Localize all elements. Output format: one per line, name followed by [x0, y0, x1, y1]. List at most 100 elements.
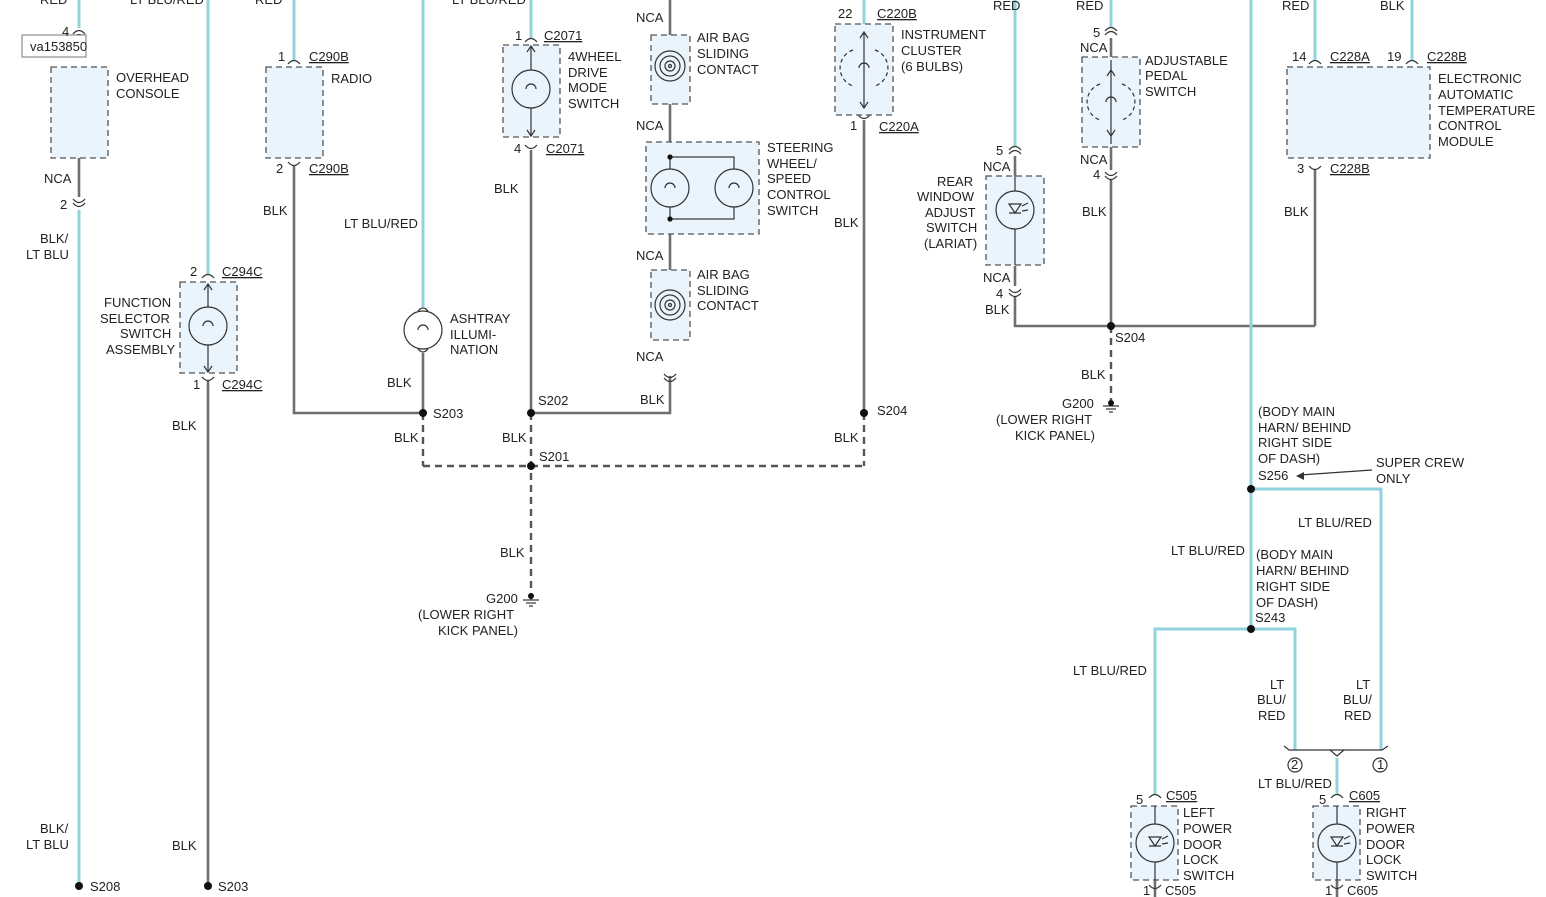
lamp-icon	[839, 30, 889, 110]
connector-label: C290B	[309, 161, 349, 176]
component-label: REAR	[937, 174, 973, 189]
wire-label: BLU/	[1343, 692, 1372, 707]
circled-number: 1	[1377, 757, 1384, 772]
connector-label: C2071	[546, 141, 584, 156]
wire-label: NCA	[44, 171, 72, 186]
splice-label: S204	[877, 403, 907, 418]
g200-dot	[1108, 400, 1114, 406]
component-label: SELECTOR	[100, 311, 170, 326]
component-boxes	[50, 23, 1431, 881]
pin-label: 4	[1093, 167, 1100, 182]
splice-s204	[1107, 322, 1115, 330]
wire-label: NCA	[636, 248, 664, 263]
component-label: SWITCH	[1183, 868, 1234, 883]
connector-label: C228B	[1330, 161, 1370, 176]
wire-label: BLK	[640, 392, 665, 407]
component-label: DOOR	[1183, 837, 1222, 852]
wire-super-crew	[1251, 487, 1383, 750]
component-label: OVERHEAD	[116, 70, 189, 85]
lamp-icon	[403, 307, 443, 353]
wire-label: NCA	[636, 349, 664, 364]
air-bag-2-box	[650, 269, 691, 341]
led-icon	[1317, 806, 1357, 880]
component-label: CONTACT	[697, 298, 759, 313]
splice-label: S208	[90, 879, 120, 894]
component-label: PEDAL	[1145, 68, 1188, 83]
wire-label: BLK	[494, 181, 519, 196]
pin-label: 5	[1319, 792, 1326, 807]
component-label: LOCK	[1366, 852, 1402, 867]
wire-label: NCA	[1080, 152, 1108, 167]
component-label: MODE	[568, 80, 607, 95]
connector-label: C228B	[1427, 49, 1467, 64]
pin-label: 5	[1136, 792, 1143, 807]
wire-label: LT BLU/RED	[344, 216, 418, 231]
component-label: LOCK	[1183, 852, 1219, 867]
wire-label: BLK	[834, 215, 859, 230]
harness-label: OF DASH)	[1256, 595, 1318, 610]
component-label: CLUSTER	[901, 43, 962, 58]
component-label: WHEEL/	[767, 156, 817, 171]
component-label: DOOR	[1366, 837, 1405, 852]
wire-label: BLK	[1284, 204, 1309, 219]
connector-label: C605	[1349, 788, 1380, 803]
lamp-icon	[511, 44, 551, 138]
harness-label: (BODY MAIN	[1256, 547, 1333, 562]
pin-label: 5	[1093, 25, 1100, 40]
ground-label: G200	[486, 591, 518, 606]
component-label: ADJUSTABLE	[1145, 53, 1228, 68]
wires	[77, 0, 1414, 897]
splice-dots	[75, 322, 1255, 890]
wire-label: RED	[1076, 0, 1103, 13]
wire-label: BLU/	[1257, 692, 1286, 707]
pin-label: 14	[1292, 49, 1306, 64]
g200-dot	[528, 593, 534, 599]
component-label: SWITCH	[926, 220, 977, 235]
component-label: RADIO	[331, 71, 372, 86]
pin-label: 3	[1297, 161, 1304, 176]
pin-label: 2	[60, 197, 67, 212]
wire-label: NCA	[636, 118, 664, 133]
bracket-line	[1283, 745, 1389, 751]
pin-label: 4	[996, 286, 1003, 301]
connector-label: C220A	[879, 119, 919, 134]
pin-label: 1	[1325, 883, 1332, 897]
component-label: CONTROL	[1438, 118, 1502, 133]
wire-label: BLK	[1082, 204, 1107, 219]
component-label: FUNCTION	[104, 295, 171, 310]
splice-s204-left	[860, 409, 868, 417]
splice-label: S203	[218, 879, 248, 894]
connector-label: C605	[1347, 883, 1378, 897]
connector-label: C294C	[222, 377, 262, 392]
pin-label: 5	[996, 143, 1003, 158]
component-label: ASSEMBLY	[106, 342, 175, 357]
pin-label: 19	[1387, 49, 1401, 64]
wire-label: BLK	[1081, 367, 1106, 382]
component-label: RIGHT	[1366, 805, 1407, 820]
lamp-icon	[1086, 60, 1136, 144]
clockspring-icon	[654, 50, 686, 82]
component-label: SWITCH	[1366, 868, 1417, 883]
wire-label: BLK/	[40, 231, 69, 246]
component-label: LEFT	[1183, 805, 1215, 820]
component-label: CONTROL	[767, 187, 831, 202]
harness-label: HARN/ BEHIND	[1258, 420, 1351, 435]
wire-label: LT	[1356, 677, 1370, 692]
symbols	[188, 30, 1388, 880]
arrow-head-icon	[1296, 472, 1304, 480]
wire-s204-bus	[1013, 296, 1315, 328]
overhead-console-box	[50, 66, 109, 159]
harness-label: OF DASH)	[1258, 451, 1320, 466]
wire-label: RED	[1258, 708, 1285, 723]
component-label: ELECTRONIC	[1438, 71, 1522, 86]
component-label: SLIDING	[697, 283, 749, 298]
wire-right-branch	[1251, 627, 1297, 750]
component-label: NATION	[450, 342, 498, 357]
wire-label: BLK	[502, 430, 527, 445]
splice-label: S204	[1115, 330, 1145, 345]
wire-label: BLK	[172, 418, 197, 433]
harness-label: HARN/ BEHIND	[1256, 563, 1349, 578]
component-label: ADJUST	[925, 205, 976, 220]
wire-label: NCA	[1080, 40, 1108, 55]
